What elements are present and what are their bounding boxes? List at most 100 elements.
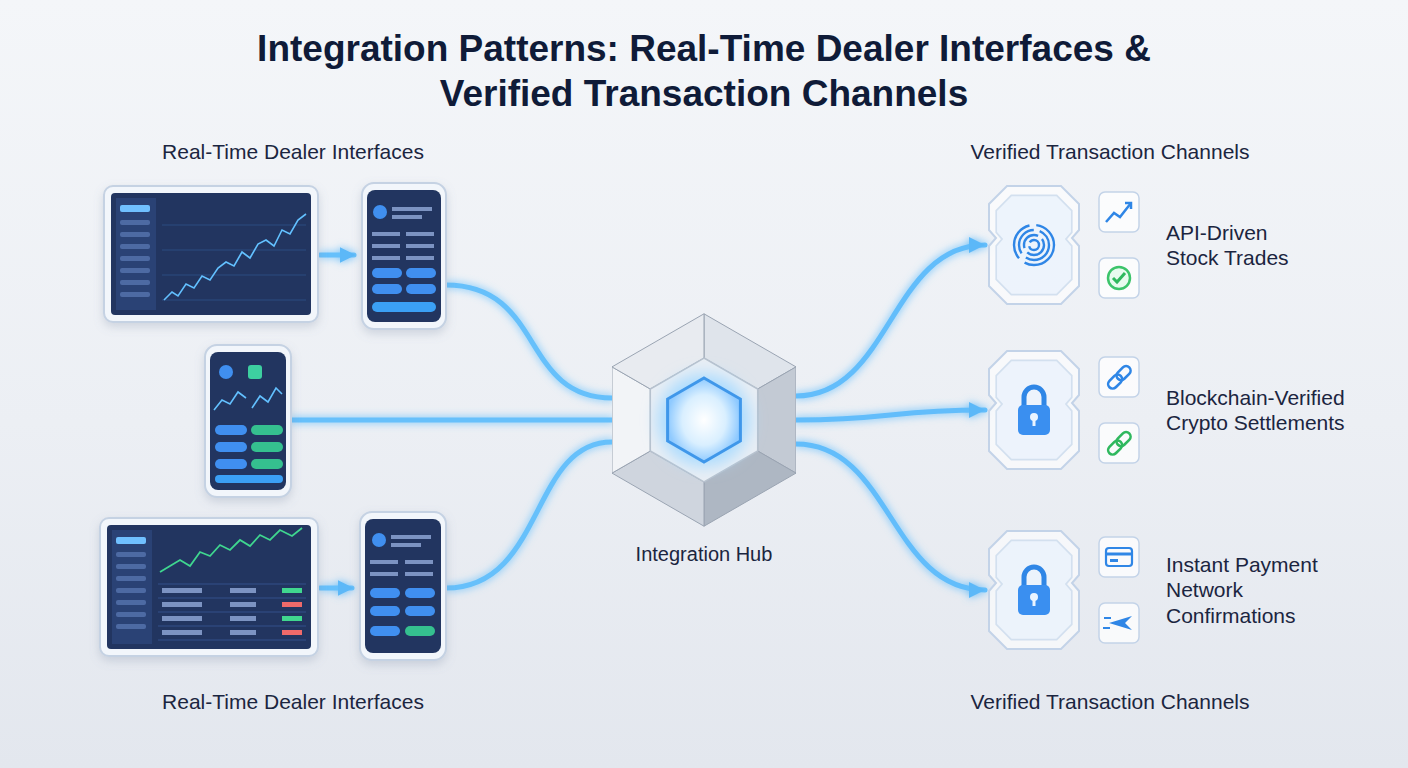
dealer-phone [210,352,286,490]
dealer-phone [367,190,441,322]
check-icon [1113,273,1125,282]
flow-line [320,586,352,591]
connector-arrow [796,444,985,590]
dealer-phone [405,626,435,636]
dealer-tablet [100,518,318,656]
dealer-tablet [230,588,256,593]
shield-inner [996,195,1072,294]
dealer-phone [406,284,436,294]
dealer-phone [405,588,435,598]
chart-icon [1106,203,1131,222]
dealer-tablet [160,528,302,572]
icon-tile [1099,423,1139,463]
dealer-phone [373,205,387,219]
dealer-phone [405,560,433,564]
dealer-phone [362,183,446,329]
dealer-tablet [116,588,146,593]
dealer-phone [406,232,434,236]
dealer-tablet [116,537,146,544]
dealer-tablet [282,630,302,635]
dealer-tablet [162,616,202,621]
dealer-phone [215,425,247,435]
channel-text: API-Driven Stock Trades [1166,220,1316,270]
dealer-phone [370,606,400,616]
link-icon [1115,364,1133,382]
dealer-phone [215,475,283,483]
dealer-tablet [100,518,318,656]
dealer-phone [372,232,400,236]
dealer-phone [406,268,436,278]
shield-outline [989,351,1079,469]
check-icon [1108,267,1130,289]
hub-label: Integration Hub [612,542,796,566]
dealer-phone [219,365,233,379]
hub-hexagon [612,310,796,530]
dealer-phone [405,572,433,576]
dealer-tablet [111,193,311,315]
dealer-phone [248,365,262,379]
dealer-tablet [230,630,256,635]
dealer-phone [251,459,283,469]
padlock-icon [1018,585,1050,615]
dealer-phone [215,442,247,452]
hub-node: Integration Hub [612,310,796,566]
fingerprint-icon [1029,240,1039,250]
dealer-phone [215,459,247,469]
fingerprint-icon [1024,235,1044,255]
dealer-phone [372,268,402,278]
section-label: Verified Transaction Channels [971,690,1250,714]
connector-arrow [796,410,985,420]
dealer-tablet [158,626,306,627]
dealer-phone [406,256,434,260]
chart-icon [1125,203,1131,209]
plane-icon [1103,618,1111,628]
channel-node: Instant Payment Network Confirmations [985,525,1331,655]
dealer-tablet [120,220,150,225]
dealer-phone [405,606,435,616]
dealer-phone [365,519,441,653]
dealer-tablet [120,256,150,261]
channel-node: Blockchain-Verified Crypto Settlements [985,345,1371,475]
flow-line [291,255,612,588]
shield-outline [989,531,1079,649]
dealer-tablet [282,588,302,593]
dealer-phone [370,572,398,576]
icon-tile [1099,192,1139,232]
dealer-phone [391,535,431,539]
section-label: Verified Transaction Channels [971,140,1250,164]
dealer-tablet [230,602,256,607]
dealer-tablet [120,232,150,237]
dealer-tablet [162,630,202,635]
dealer-phone [392,207,432,211]
shield-outline [989,186,1079,304]
dealer-tablet [104,186,318,322]
shield-icon [985,180,1150,310]
dealer-phone [372,244,400,248]
padlock-icon [1033,597,1036,606]
dealer-phone [205,345,291,497]
link-icon [1106,430,1132,456]
diagram-title: Integration Patterns: Real-Time Dealer I… [204,26,1204,116]
dealer-phone [251,425,283,435]
dealer-tablet [116,600,146,605]
flow-line [320,253,354,258]
dealer-phone [370,560,398,564]
dealer-tablet [158,584,306,585]
channel-label: API-Driven Stock Trades [1166,220,1316,270]
dealer-tablet [116,612,146,617]
dealer-tablet [162,225,306,226]
channel-label: Blockchain-Verified Crypto Settlements [1166,385,1371,435]
icon-tile [1099,258,1139,298]
dealer-phone [360,512,446,660]
channel-node: API-Driven Stock Trades [985,180,1316,310]
link-icon [1115,430,1133,448]
dealer-tablet [116,198,156,310]
hub-face [650,358,757,482]
dealer-tablet [116,576,146,581]
padlock-icon [1018,405,1050,435]
dealer-tablet [116,552,146,557]
dealer-tablet [120,292,150,297]
channel-text: Blockchain-Verified Crypto Settlements [1166,385,1371,435]
dealer-phone [391,543,421,547]
hub-glow [658,374,750,466]
